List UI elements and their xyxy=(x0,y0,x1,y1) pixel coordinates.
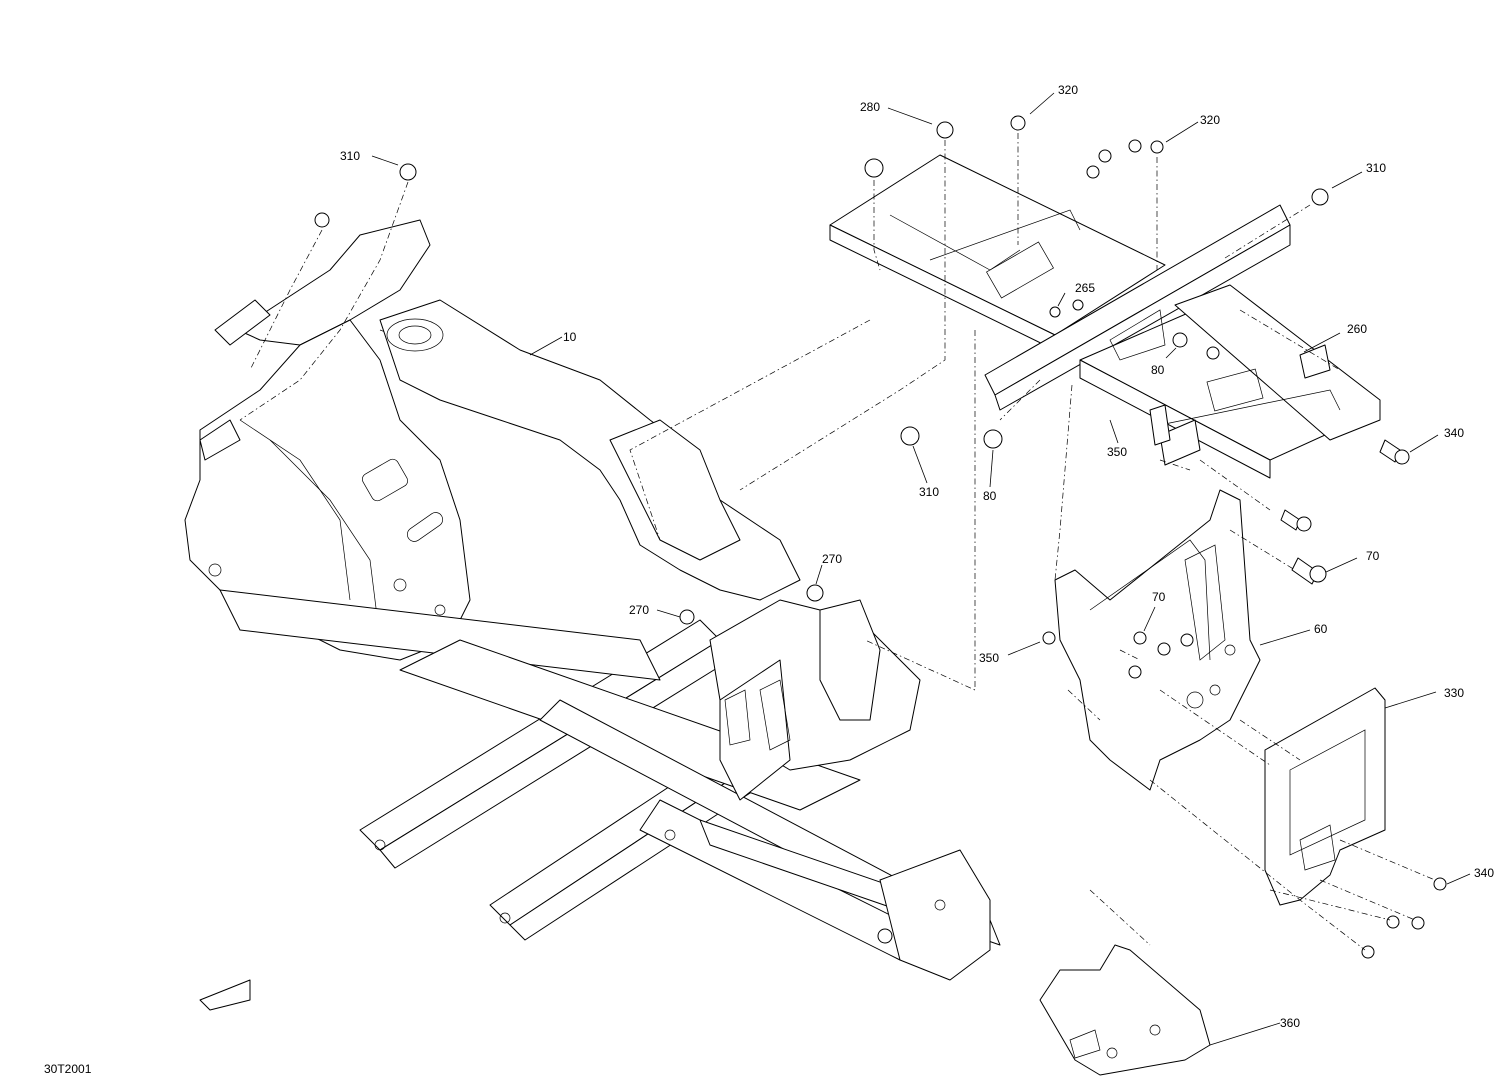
callout-labels: 10 60 70 70 80 80 260 265 270 270 280 31… xyxy=(340,83,1494,1030)
callout-320: 320 xyxy=(1058,83,1078,97)
callout-310: 310 xyxy=(919,485,939,499)
callout-80: 80 xyxy=(983,489,997,503)
front-bracket-360 xyxy=(1039,944,1211,1076)
callout-310: 310 xyxy=(340,149,360,163)
callout-330: 330 xyxy=(1444,686,1464,700)
callout-leaders xyxy=(371,92,1471,1046)
callout-350: 350 xyxy=(979,651,999,665)
callout-350: 350 xyxy=(1107,445,1127,459)
callout-70: 70 xyxy=(1152,590,1166,604)
drawing-reference: 30T2001 xyxy=(44,1062,92,1076)
callout-270: 270 xyxy=(822,552,842,566)
callout-270: 270 xyxy=(629,603,649,617)
callout-280: 280 xyxy=(860,100,880,114)
callout-360: 360 xyxy=(1280,1016,1300,1030)
callout-60: 60 xyxy=(1314,622,1328,636)
callout-80: 80 xyxy=(1151,363,1165,377)
callout-310: 310 xyxy=(1366,161,1386,175)
callout-265: 265 xyxy=(1075,281,1095,295)
callout-10: 10 xyxy=(563,330,577,344)
callout-70: 70 xyxy=(1366,549,1380,563)
skid-plate-330 xyxy=(1264,687,1386,906)
fasteners xyxy=(314,115,1447,959)
rear-bracket-60 xyxy=(1042,489,1261,791)
main-frame xyxy=(184,219,1001,1011)
callout-340: 340 xyxy=(1474,866,1494,880)
callout-320: 320 xyxy=(1200,113,1220,127)
callout-340: 340 xyxy=(1444,426,1464,440)
assembly-lines xyxy=(239,133,1436,951)
callout-260: 260 xyxy=(1347,322,1367,336)
upper-sub-frame xyxy=(829,154,1381,479)
